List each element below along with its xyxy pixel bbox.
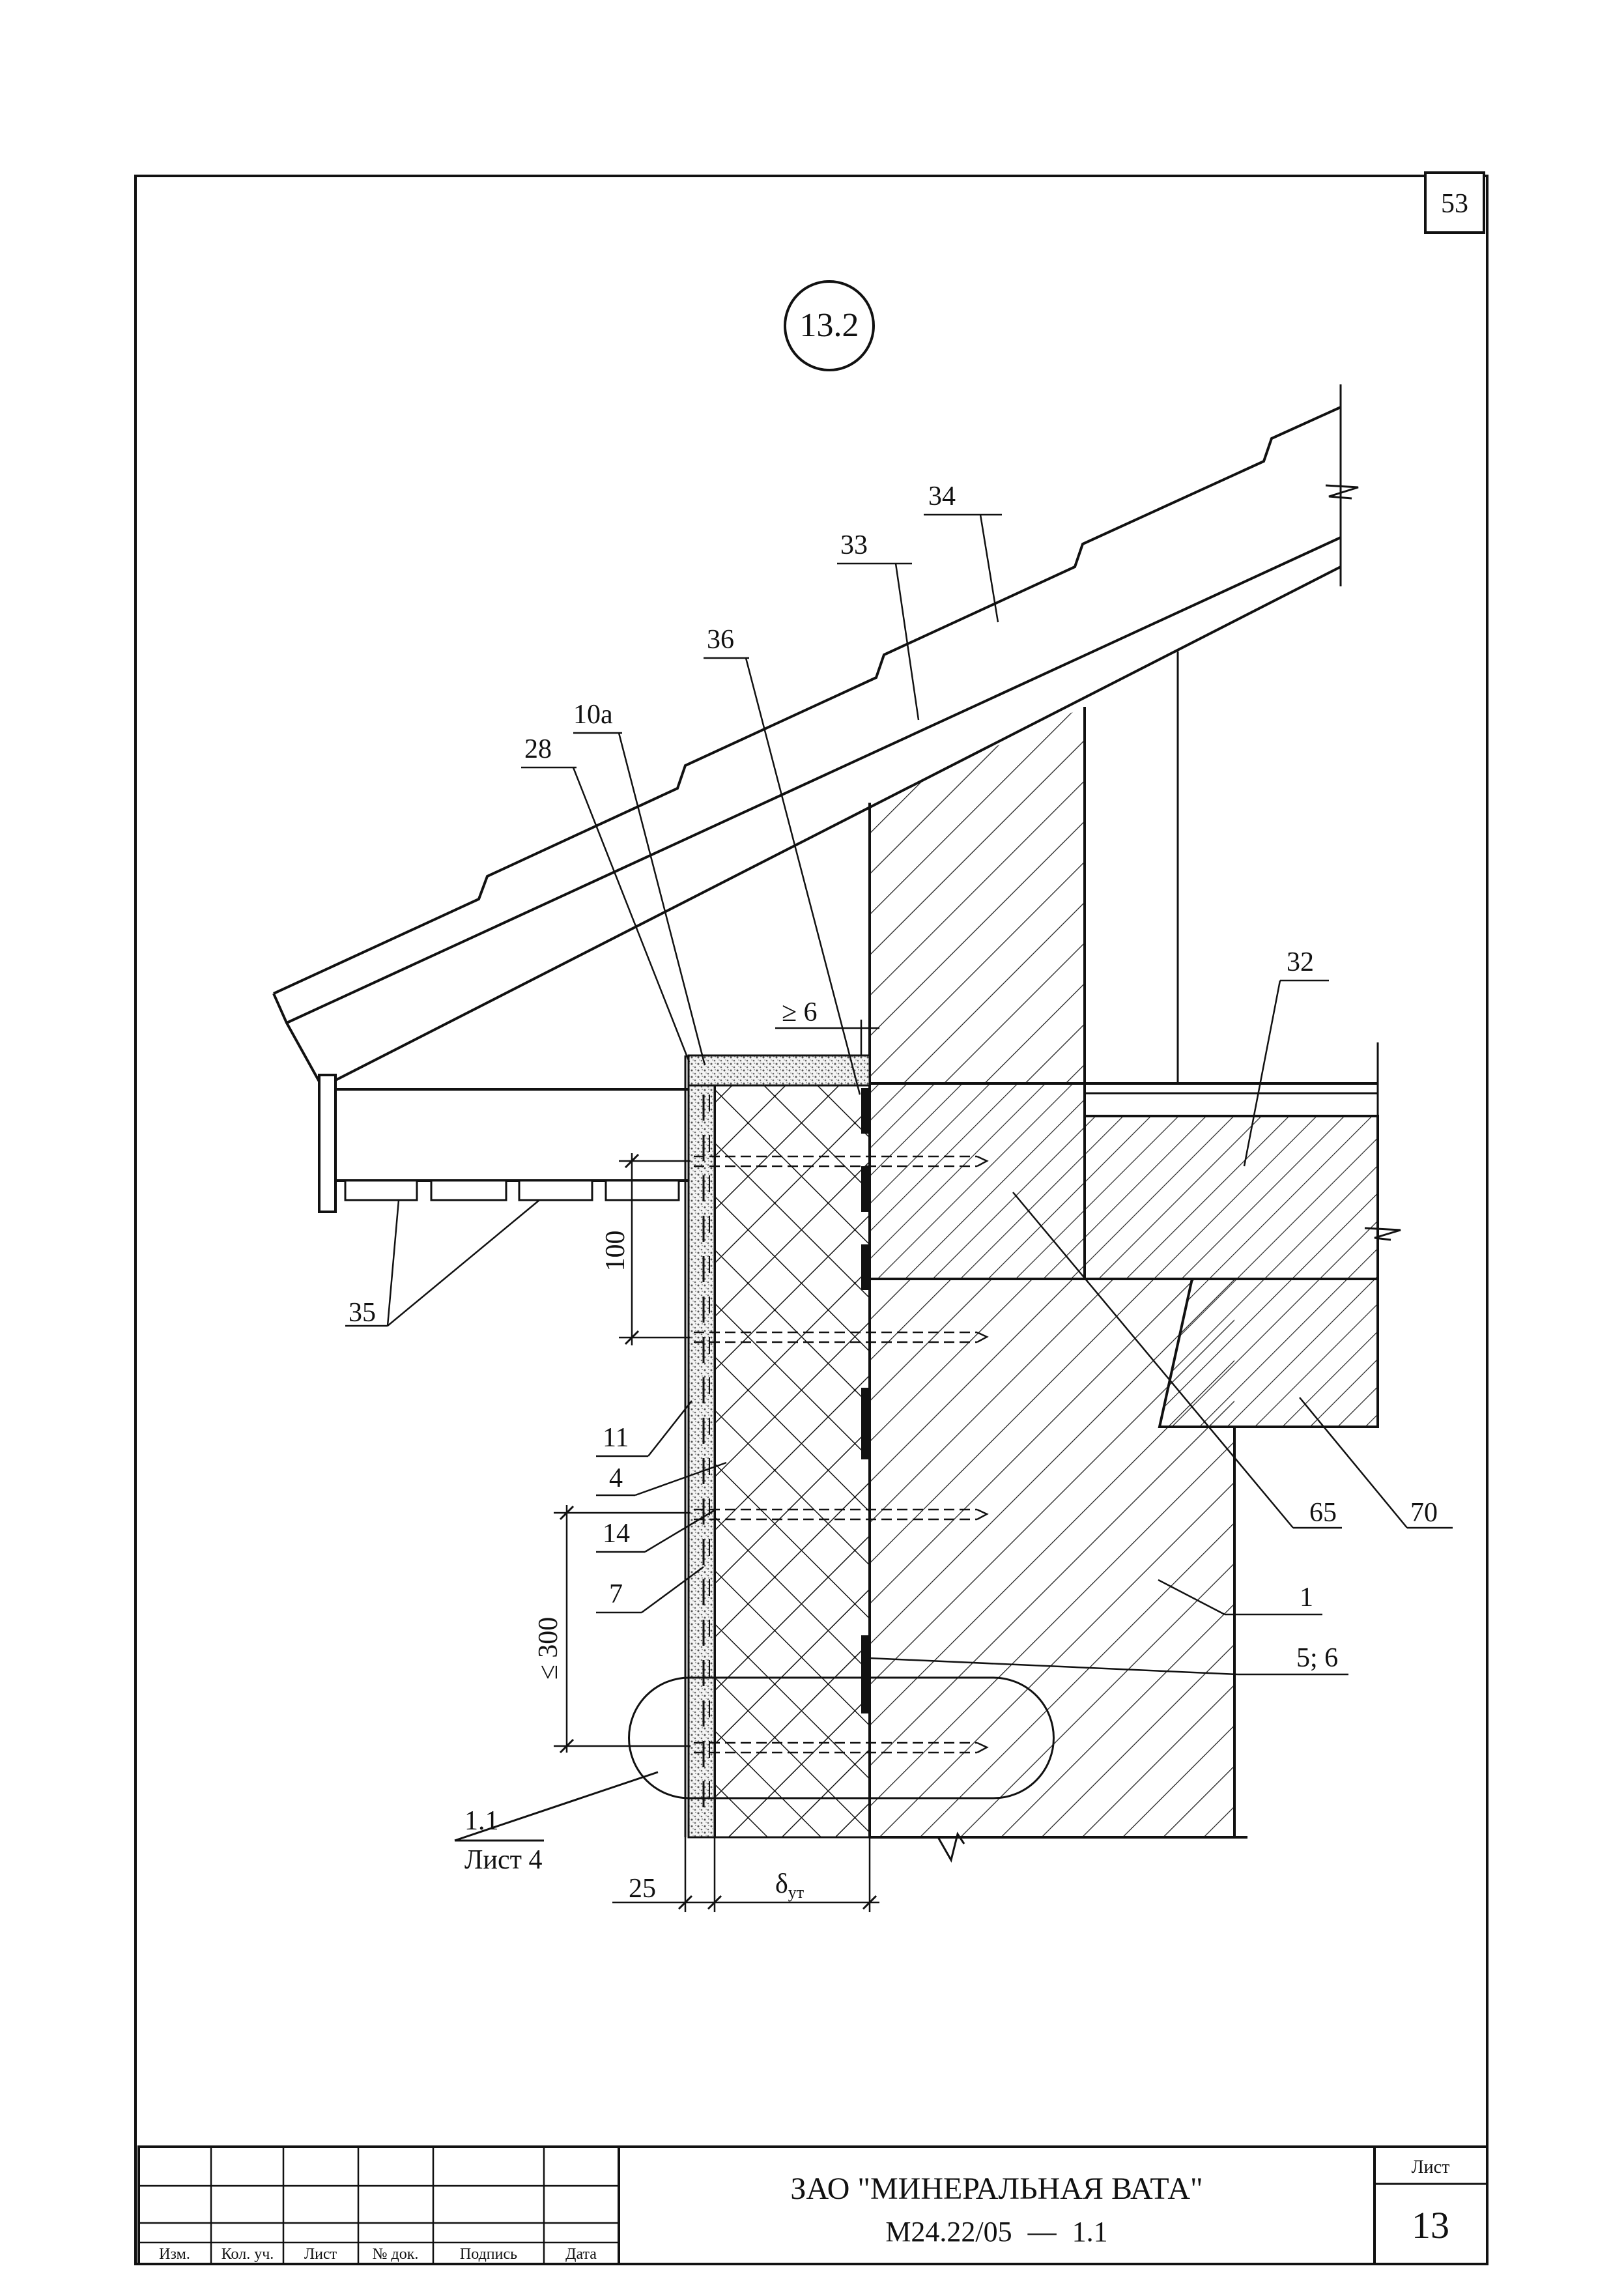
- detail-ref-sheet: Лист 4: [464, 1845, 542, 1875]
- tb-header-change: Изм.: [159, 2246, 190, 2263]
- tb-header-doc-no: № док.: [373, 2246, 419, 2263]
- leader-14: 14: [596, 1509, 715, 1553]
- label-1: 1: [1300, 1583, 1313, 1612]
- label-5-6: 5; 6: [1296, 1643, 1338, 1673]
- detail-callout: 1.1 Лист 4: [454, 1676, 1055, 1875]
- label-4: 4: [609, 1463, 623, 1493]
- dim-300-value: ≤ 300: [534, 1617, 563, 1680]
- tb-sheet-number: 13: [1412, 2204, 1449, 2246]
- dim-300: ≤ 300: [534, 1505, 691, 1754]
- label-28: 28: [524, 734, 552, 764]
- dowel: [694, 1155, 989, 1168]
- dim-gap: ≥ 6: [775, 997, 879, 1055]
- label-70: 70: [1410, 1498, 1438, 1528]
- ceiling-beam: [868, 1082, 1086, 1280]
- leader-7: 7: [596, 1566, 704, 1614]
- tb-header-sheet: Лист: [304, 2246, 337, 2263]
- label-32: 32: [1287, 947, 1314, 977]
- leader-4: 4: [596, 1461, 727, 1497]
- leader-5-6: 5; 6: [868, 1643, 1348, 1676]
- dim-bottom: 25 δут: [612, 1837, 879, 1912]
- dim-gap-value: ≥ 6: [782, 997, 818, 1027]
- dowel: [694, 1508, 989, 1521]
- leader-11: 11: [596, 1400, 692, 1457]
- tb-company: ЗАО "МИНЕРАЛЬНАЯ ВАТА": [790, 2172, 1203, 2206]
- insulation-layer: [713, 1082, 871, 1839]
- label-33: 33: [840, 530, 868, 560]
- label-10a: 10а: [573, 700, 613, 730]
- label-65: 65: [1309, 1498, 1337, 1528]
- detail-marker: 13.2: [784, 280, 875, 371]
- roof: [272, 384, 1359, 1213]
- tb-header-date: Дата: [565, 2246, 597, 2263]
- page-number: 53: [1441, 189, 1468, 219]
- label-34: 34: [928, 481, 956, 511]
- soffit: [335, 1088, 689, 1201]
- leader-36: 36: [704, 625, 861, 1095]
- leader-32: 32: [1243, 947, 1329, 1167]
- leader-34: 34: [924, 481, 1002, 623]
- label-7: 7: [609, 1579, 623, 1609]
- page-number-box: 53: [1424, 171, 1485, 234]
- tb-document: М24.22/05—1.1: [885, 2216, 1107, 2248]
- tb-sheet-label: Лист: [1412, 2157, 1450, 2177]
- label-35: 35: [349, 1298, 376, 1328]
- title-block: Изм. Кол. уч. Лист № док. Подпись Дата З…: [137, 2145, 1489, 2265]
- dowel: [694, 1331, 989, 1343]
- detail-ref-number: 1.1: [464, 1806, 499, 1836]
- label-11: 11: [603, 1423, 629, 1453]
- render-layer: [684, 1054, 871, 1839]
- adhesive-strips: [861, 1088, 869, 1713]
- anchoring-beam: [1158, 1278, 1379, 1428]
- dowel: [694, 1742, 989, 1754]
- label-14: 14: [603, 1519, 630, 1549]
- leader-35: 35: [345, 1199, 540, 1328]
- tb-header-qty: Кол. уч.: [221, 2246, 274, 2263]
- dim-render-value: 25: [629, 1874, 656, 1904]
- tb-header-signature: Подпись: [460, 2246, 517, 2263]
- leader-33: 33: [837, 530, 920, 721]
- leader-1: 1: [1158, 1579, 1322, 1616]
- dim-100-value: 100: [601, 1231, 631, 1272]
- leader-65: 65: [1012, 1192, 1342, 1529]
- dim-100: 100: [601, 1153, 691, 1345]
- leader-70: 70: [1299, 1397, 1453, 1529]
- detail-marker-number: 13.2: [800, 307, 859, 344]
- leader-10a: 10а: [573, 700, 706, 1066]
- dim-insulation-value: δут: [775, 1869, 804, 1902]
- floor-slab: [1083, 1042, 1401, 1280]
- label-36: 36: [707, 625, 734, 655]
- break-mark: [937, 1831, 965, 1863]
- anchor-dowels: [694, 1155, 989, 1754]
- leader-28: 28: [521, 734, 691, 1063]
